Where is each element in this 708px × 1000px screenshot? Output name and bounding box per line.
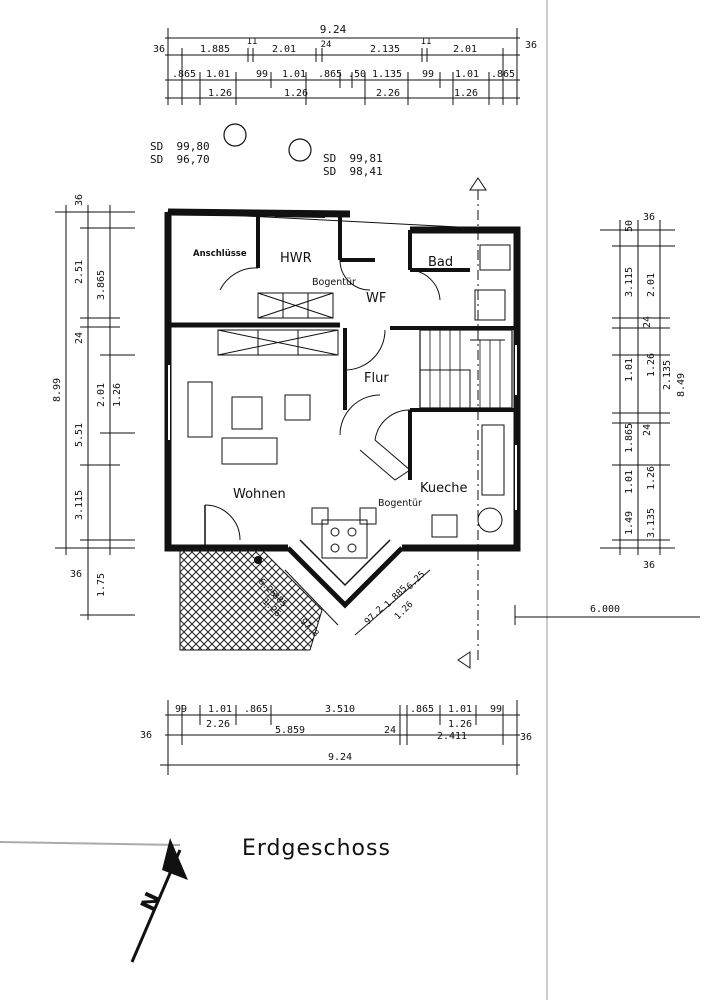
- dim-right-l2: 2.135: [662, 360, 673, 390]
- dim-top-l2: 1.01: [282, 69, 306, 80]
- dim-bottom-l2: 1.26: [448, 719, 472, 730]
- dim-bottom-l1: .865: [410, 704, 434, 715]
- dim-right-l2: 3.135: [646, 508, 657, 538]
- left-dimensions: [55, 205, 135, 620]
- sd-marker-circle: [223, 123, 247, 147]
- dim-bottom-l3: 24: [384, 725, 396, 736]
- top-dimensions: [165, 28, 520, 105]
- room-label-hwr: HWR: [280, 251, 312, 266]
- room-label-wf: WF: [366, 291, 386, 306]
- dim-bottom-total: 9.24: [328, 752, 352, 763]
- dim-right-l1: 1.01: [624, 358, 635, 382]
- dim-bottom-l1: 3.510: [325, 704, 355, 715]
- dim-top-l2: 1.135: [372, 69, 402, 80]
- dim-top-l1: 36: [525, 40, 537, 51]
- room-label-bad: Bad: [428, 255, 453, 270]
- room-label-wohnen: Wohnen: [233, 487, 286, 502]
- right-dimensions: [600, 220, 675, 555]
- dim-bottom-l1: 99: [175, 704, 187, 715]
- dim-top-l3: 1.26: [454, 88, 478, 99]
- floor-title: Erdgeschoss: [242, 836, 391, 861]
- section-line: [457, 177, 487, 669]
- dim-bottom-l3: 36: [140, 730, 152, 741]
- dim-left-l2: 2.01: [96, 383, 107, 407]
- dim-left-l2: 1.26: [112, 383, 123, 407]
- dim-right-l2: 36: [643, 560, 655, 571]
- dim-top-l1: 2.135: [370, 44, 400, 55]
- dim-top-l2: .865: [491, 69, 515, 80]
- dim-top-l1: 1.885: [200, 44, 230, 55]
- dim-top-l2: 99: [422, 69, 434, 80]
- dim-top-l1: 36: [153, 44, 165, 55]
- dim-top-l2: .50: [348, 69, 366, 80]
- sd-label: SD 98,41: [323, 165, 383, 178]
- room-label-anschluesse: Anschlüsse: [193, 249, 247, 259]
- dim-top-l1: 24: [321, 40, 332, 50]
- dim-top-l3: 1.26: [284, 88, 308, 99]
- room-label-flur: Flur: [364, 371, 389, 386]
- dim-left-36: 36: [70, 569, 82, 580]
- dim-right-l1: 3.115: [624, 267, 635, 297]
- dim-top-l3: 2.26: [376, 88, 400, 99]
- dim-right-l1: 50: [624, 220, 635, 232]
- dim-bottom-l1: 1.01: [208, 704, 232, 715]
- dim-top-l2: .865: [172, 69, 196, 80]
- dim-bottom-l1: 1.01: [448, 704, 472, 715]
- dim-top-l2: 99: [256, 69, 268, 80]
- dim-left-l1: 24: [74, 332, 85, 344]
- dim-left-l2: 3.865: [96, 270, 107, 300]
- terrace: [179, 547, 323, 651]
- dim-left-l1: 2.51: [74, 260, 85, 284]
- dim-top-l1: 2.01: [272, 44, 296, 55]
- dim-right-l2: 36: [643, 212, 655, 223]
- bottom-dimensions: [160, 700, 520, 775]
- sd-label: SD 96,70: [150, 153, 210, 166]
- dim-bottom-l3: 2.411: [437, 731, 467, 742]
- dim-bottom-l2: 2.26: [206, 719, 230, 730]
- dim-left-total: 8.99: [52, 378, 63, 402]
- dim-top-l1: 11: [247, 37, 258, 47]
- dim-right-l1: 1.49: [624, 511, 635, 535]
- dim-left-l1: 5.51: [74, 423, 85, 447]
- north-arrow-icon: N: [130, 838, 188, 963]
- dim-top-l2: 1.01: [455, 69, 479, 80]
- dim-right-l1: 1.01: [624, 470, 635, 494]
- dim-right-l1: 1.865: [624, 423, 635, 453]
- dim-top-l1: 11: [421, 37, 432, 47]
- dim-left-l1: 3.115: [74, 490, 85, 520]
- dim-top-total: 9.24: [320, 23, 347, 36]
- building: [164, 208, 521, 609]
- dim-diag-right: 97.2: [363, 605, 385, 627]
- room-label-bogentuer: Bogentür: [312, 277, 356, 288]
- dim-left-36: 36: [74, 194, 85, 206]
- sd-label: SD 99,80: [150, 140, 210, 153]
- dim-top-l1: 2.01: [453, 44, 477, 55]
- dim-right-total: 8.49: [676, 373, 687, 397]
- dim-right-l1: 24: [642, 424, 653, 436]
- dim-left-l1: 1.75: [96, 573, 107, 597]
- sd-label: SD 99,81: [323, 152, 383, 165]
- dim-right-l2: 1.26: [646, 466, 657, 490]
- room-label-bogentuer: Bogentür: [378, 498, 422, 509]
- dim-right-l2: 1.26: [646, 353, 657, 377]
- sd-marker-circle: [288, 138, 312, 162]
- dim-top-l2: .865: [318, 69, 342, 80]
- dim-bottom-l3: 5.859: [275, 725, 305, 736]
- dim-bottom-l1: 99: [490, 704, 502, 715]
- dim-right-6000: 6.000: [590, 604, 620, 615]
- dim-right-l2: 2.01: [646, 273, 657, 297]
- dim-bottom-l3: 36: [520, 732, 532, 743]
- dim-right-l1: 24: [642, 316, 653, 328]
- room-label-kueche: Kueche: [420, 481, 468, 496]
- dim-bottom-l1: .865: [244, 704, 268, 715]
- dim-top-l2: 1.01: [206, 69, 230, 80]
- dim-top-l3: 1.26: [208, 88, 232, 99]
